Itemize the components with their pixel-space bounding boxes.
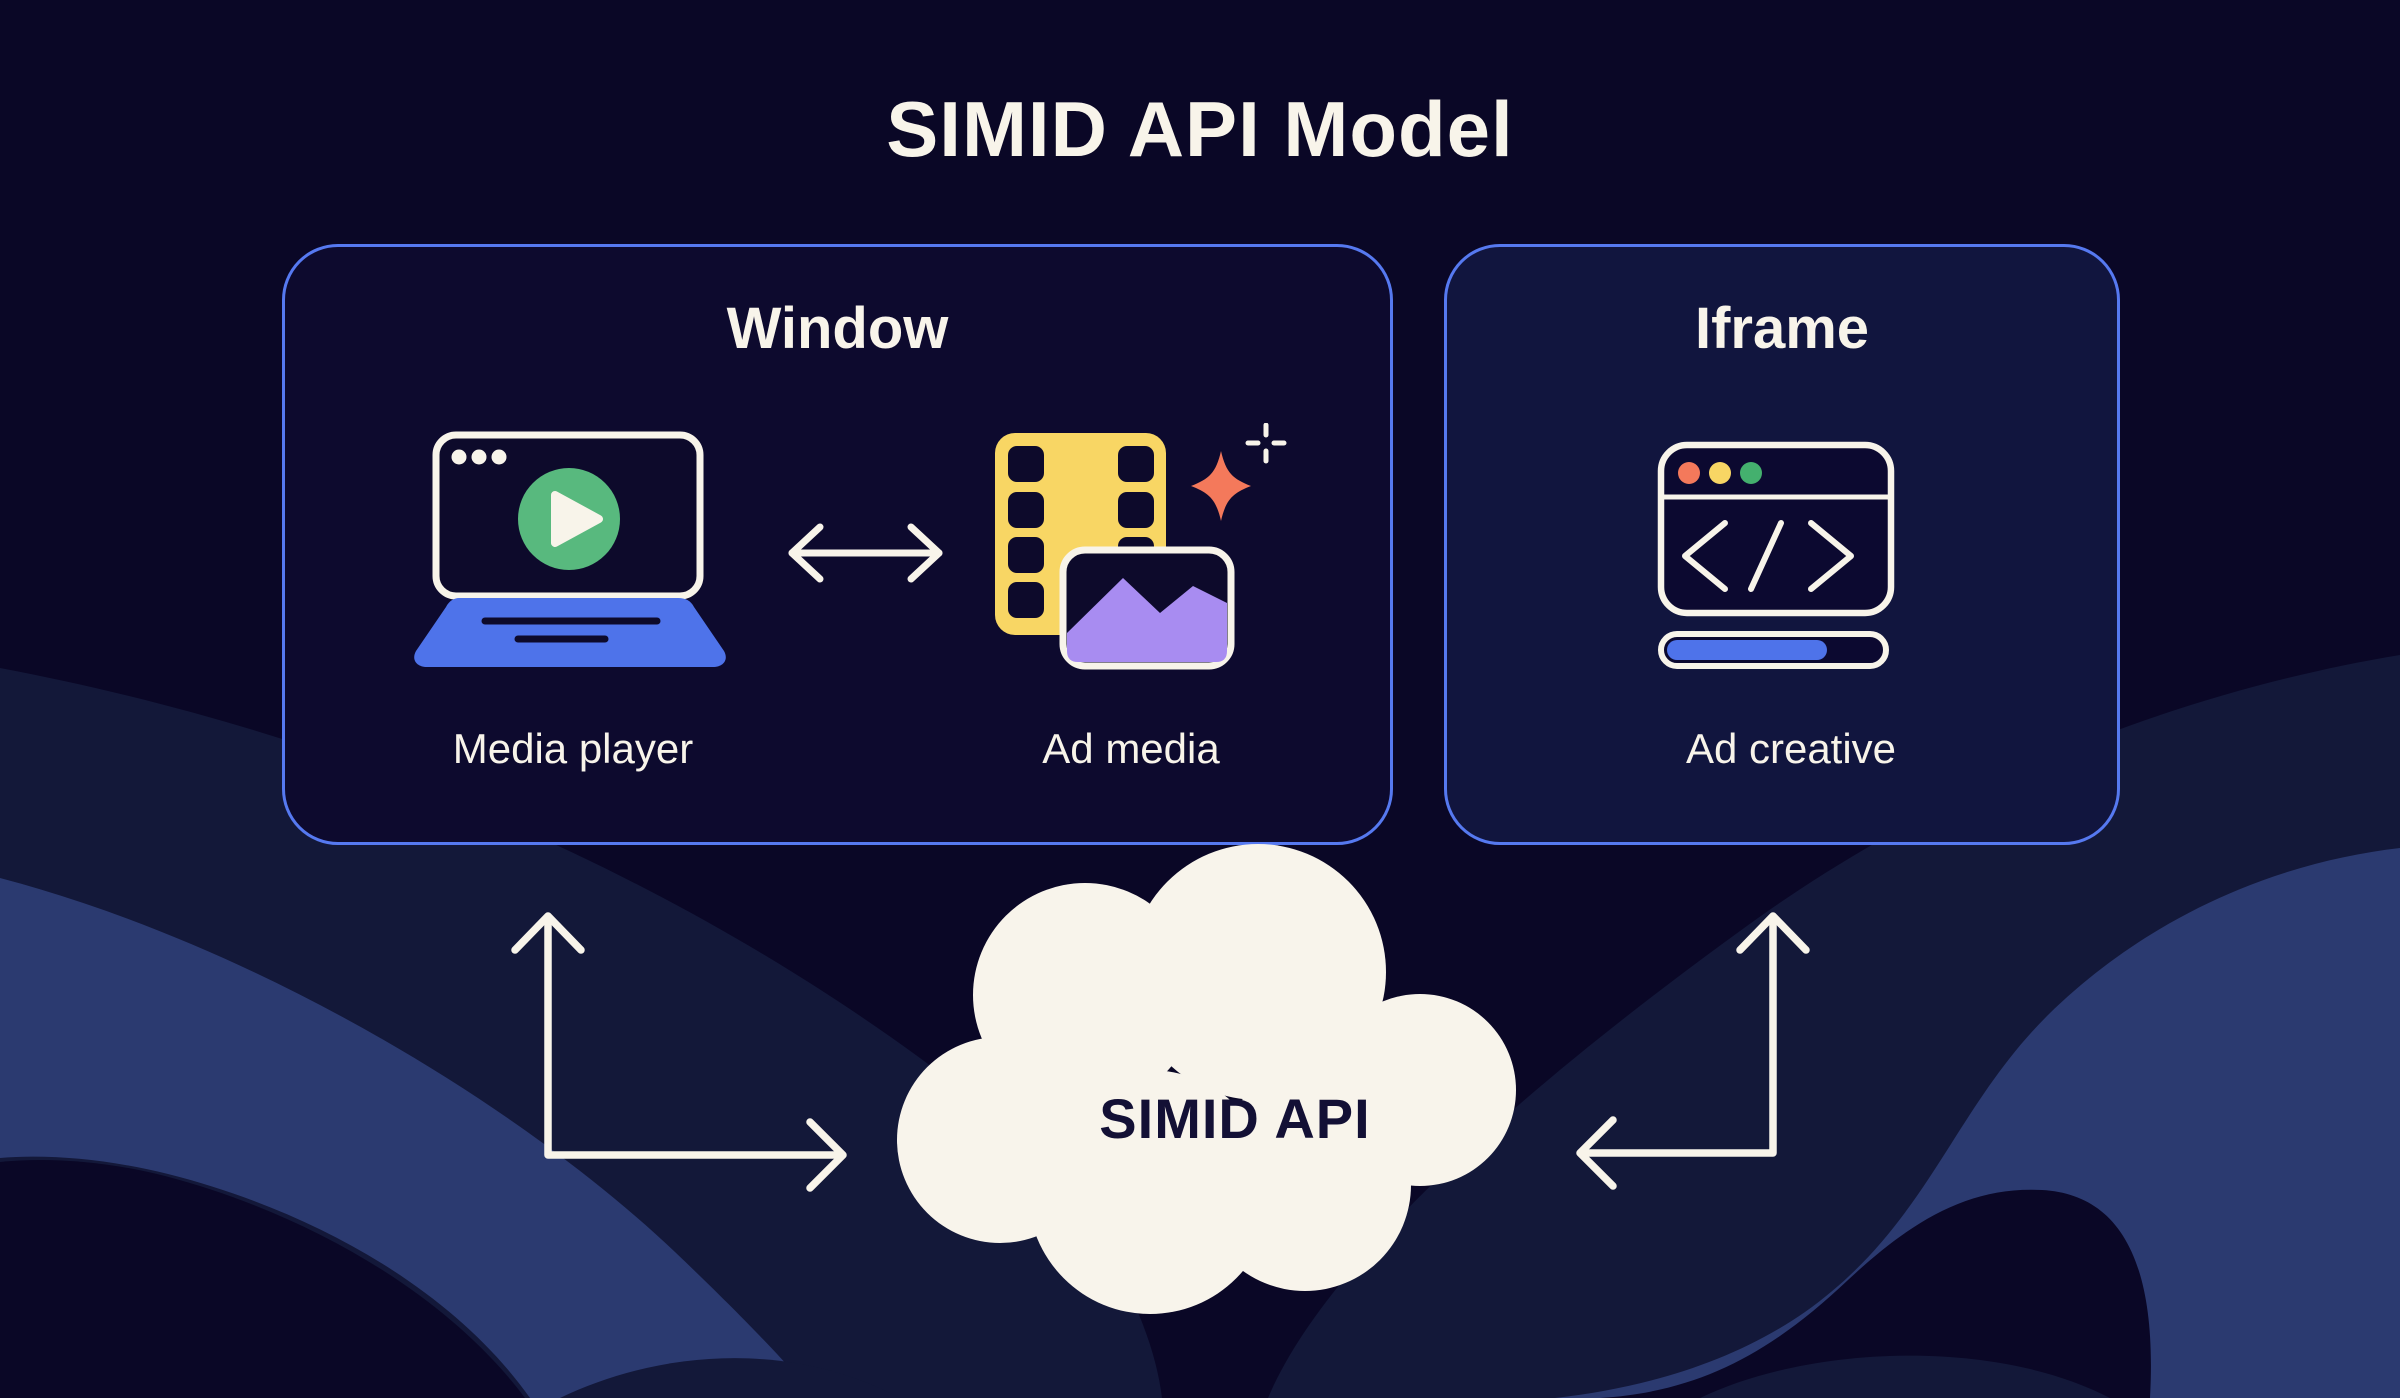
browser-code-icon [1657, 441, 1895, 669]
browser-dot-red [1678, 462, 1700, 484]
wave-medium-stripe-right [1700, 1355, 2110, 1398]
window-dot [471, 449, 487, 465]
code-icon [1682, 520, 1854, 592]
iframe-panel: Iframe Ad creative [1444, 244, 2120, 845]
plus-sparkle-icon [1245, 423, 1287, 464]
cloud-label: SIMID API [1099, 1087, 1371, 1150]
arrow-up-right-connector [511, 912, 847, 1192]
double-arrow-icon [788, 523, 943, 583]
laptop-base [414, 598, 726, 667]
ad-media-label: Ad media [1042, 725, 1220, 772]
window-panel-title: Window [726, 296, 949, 361]
sparkle-icon [1191, 451, 1251, 521]
wave-bright-left [0, 878, 815, 1398]
wave-medium-hump-left [560, 1358, 900, 1398]
ad-creative-label: Ad creative [1685, 725, 1897, 772]
wave-bright-right [1555, 848, 2400, 1398]
browser-dot-yellow [1709, 462, 1731, 484]
window-dot [451, 449, 467, 465]
progress-bar-fill [1667, 640, 1827, 660]
wave-dark-corner-left [0, 1159, 525, 1398]
arrow-up-left-connector [1576, 912, 1810, 1190]
wave-dark-wedge-right [1600, 1189, 2151, 1398]
media-player-laptop-icon [414, 431, 726, 667]
ad-media-icon [995, 423, 1287, 670]
window-dot [491, 449, 507, 465]
play-icon [551, 491, 603, 547]
page-title: SIMID API Model [886, 85, 1514, 173]
image-mountains [1067, 578, 1227, 662]
window-panel: Window [282, 244, 1393, 845]
browser-dot-green [1740, 462, 1762, 484]
iframe-panel-title: Iframe [1694, 296, 1870, 361]
media-player-label: Media player [452, 725, 694, 772]
